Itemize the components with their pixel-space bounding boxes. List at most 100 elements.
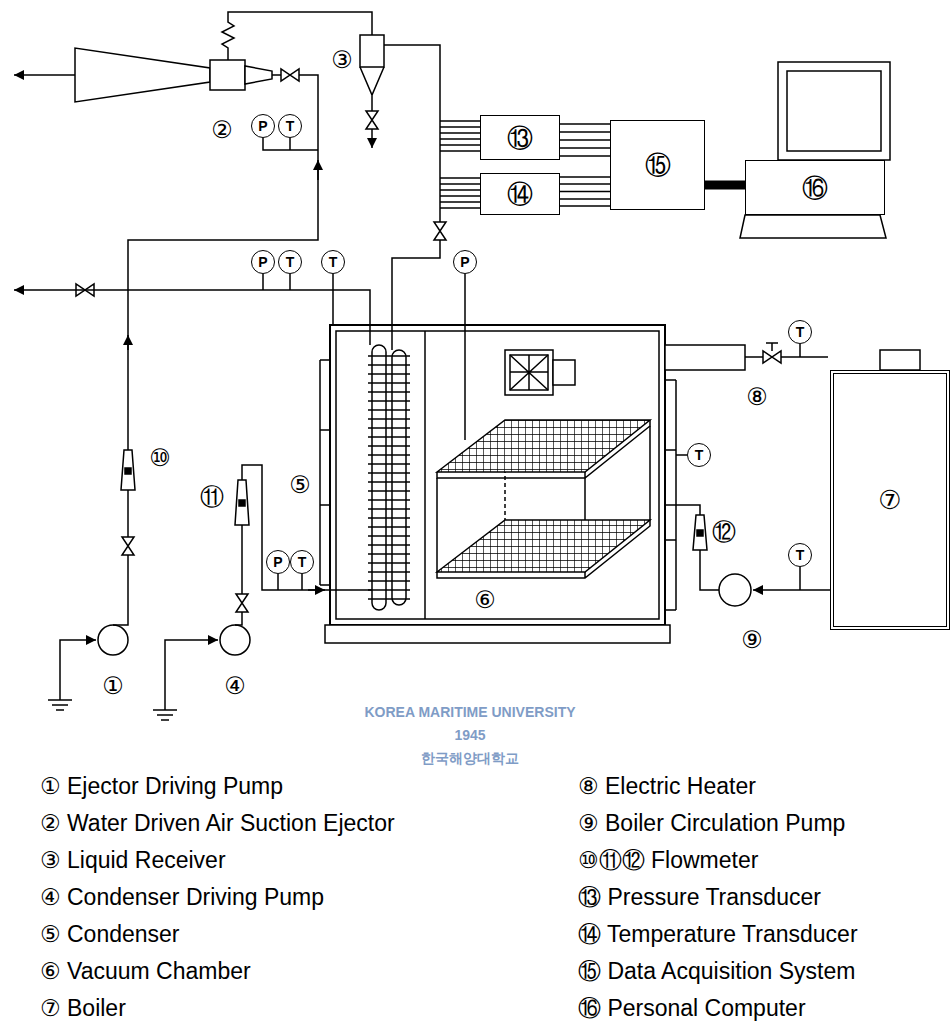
temperature-transducer-box: ⑭ xyxy=(480,173,560,215)
callout-number: ① xyxy=(102,674,124,698)
computer xyxy=(740,215,886,238)
signal-wire xyxy=(560,198,610,200)
flowmeter xyxy=(235,480,249,525)
condenser-fin xyxy=(368,526,410,528)
parts-list-item: ⑥ Vacuum Chamber xyxy=(40,960,251,983)
boiler-tank: ⑦ xyxy=(830,370,950,630)
watermark: 한국해양대학교 xyxy=(421,751,519,765)
pump xyxy=(60,640,96,700)
fan xyxy=(505,350,575,395)
gauge-letter: P xyxy=(258,119,267,133)
pump xyxy=(719,574,751,606)
vacuum-chamber xyxy=(330,325,665,625)
condenser-fin xyxy=(368,481,410,483)
condenser-fin xyxy=(368,535,410,537)
condenser-fin xyxy=(368,544,410,546)
signal-wire xyxy=(560,183,610,185)
callout-number: ② xyxy=(211,118,233,142)
temperature-gauge: T xyxy=(278,114,302,138)
valve xyxy=(766,343,778,351)
temperature-gauge: T xyxy=(788,320,812,344)
signal-wire xyxy=(560,191,610,193)
gauge-letter: T xyxy=(329,255,338,269)
signal-wire xyxy=(440,189,480,191)
parts-list-item: ② Water Driven Air Suction Ejector xyxy=(40,812,395,835)
liquid-receiver xyxy=(360,35,384,67)
signal-wire xyxy=(440,195,480,197)
condenser-fin xyxy=(368,463,410,465)
ejector xyxy=(128,75,318,450)
condenser-fin xyxy=(368,598,410,600)
pressure-gauge: P xyxy=(251,114,275,138)
pipe-line xyxy=(14,290,370,345)
pump xyxy=(60,335,830,710)
signal-wire xyxy=(440,144,480,146)
electric-heater xyxy=(665,345,745,370)
gauge-letter: T xyxy=(286,255,295,269)
callout-number: ⑦ xyxy=(878,487,901,513)
computer-unit: ⑯ xyxy=(745,160,885,215)
tray xyxy=(437,420,650,472)
vacuum-chamber xyxy=(320,325,676,643)
fan xyxy=(505,350,553,395)
parts-list-item: ① Ejector Driving Pump xyxy=(40,775,283,798)
watermark: KOREA MARITIME UNIVERSITY xyxy=(364,705,575,719)
pump xyxy=(753,589,830,591)
parts-list-item: ④ Condenser Driving Pump xyxy=(40,886,324,909)
pump xyxy=(665,505,719,590)
callout-number: ⑪ xyxy=(200,485,224,509)
condenser-fin xyxy=(368,499,410,501)
parts-list-item: ⑯ Personal Computer xyxy=(578,997,806,1020)
ejector xyxy=(75,48,210,102)
valve xyxy=(434,222,446,240)
signal-wire xyxy=(560,155,610,157)
temperature-gauge: T xyxy=(290,550,314,574)
gauge-letter: T xyxy=(695,448,704,462)
condenser-fin xyxy=(368,409,410,411)
signal-wire xyxy=(440,183,480,185)
gauge-letter: T xyxy=(796,548,805,562)
parts-list-item: ⑬ Pressure Transducer xyxy=(578,886,821,909)
tray xyxy=(437,520,650,578)
ejector xyxy=(317,160,319,180)
tray xyxy=(437,520,650,572)
temperature-gauge: T xyxy=(687,443,711,467)
ground-symbol xyxy=(153,710,177,720)
flowmeter xyxy=(121,450,135,490)
parts-list-item: ⑦ Boiler xyxy=(40,997,126,1020)
callout-number: ⑯ xyxy=(802,175,828,201)
condenser-fin xyxy=(368,382,410,384)
signal-wire xyxy=(560,205,610,207)
signal-wire xyxy=(560,139,610,141)
liquid-receiver xyxy=(371,129,373,148)
flowmeter xyxy=(693,515,707,550)
data-acquisition-box: ⑮ xyxy=(610,120,705,210)
data-cable xyxy=(705,181,745,190)
parts-list-item: ⑩⑪⑫ Flowmeter xyxy=(578,849,758,872)
condenser-fin xyxy=(368,427,410,429)
gauge-letter: T xyxy=(298,555,307,569)
valve xyxy=(236,594,248,612)
gauge-letter: T xyxy=(796,325,805,339)
signal-wire xyxy=(440,150,480,152)
temperature-gauge: T xyxy=(278,250,302,274)
flowmeter xyxy=(125,468,131,474)
parts-list-item: ⑤ Condenser xyxy=(40,923,180,946)
condenser-fin xyxy=(368,553,410,555)
electric-heater xyxy=(745,356,828,358)
vacuum-chamber xyxy=(320,360,330,585)
valve xyxy=(763,351,781,363)
fan xyxy=(510,355,548,390)
ground-symbol xyxy=(48,700,177,720)
valve xyxy=(366,111,378,129)
callout-number: ③ xyxy=(331,48,353,72)
ground-symbol xyxy=(48,700,72,710)
callout-number: ⑬ xyxy=(507,125,533,151)
temperature-gauge: T xyxy=(788,543,812,567)
condenser-fin xyxy=(368,562,410,564)
condenser-fin xyxy=(368,445,410,447)
fan xyxy=(553,360,575,385)
condenser-fin xyxy=(368,373,410,375)
signal-wire xyxy=(440,177,480,179)
